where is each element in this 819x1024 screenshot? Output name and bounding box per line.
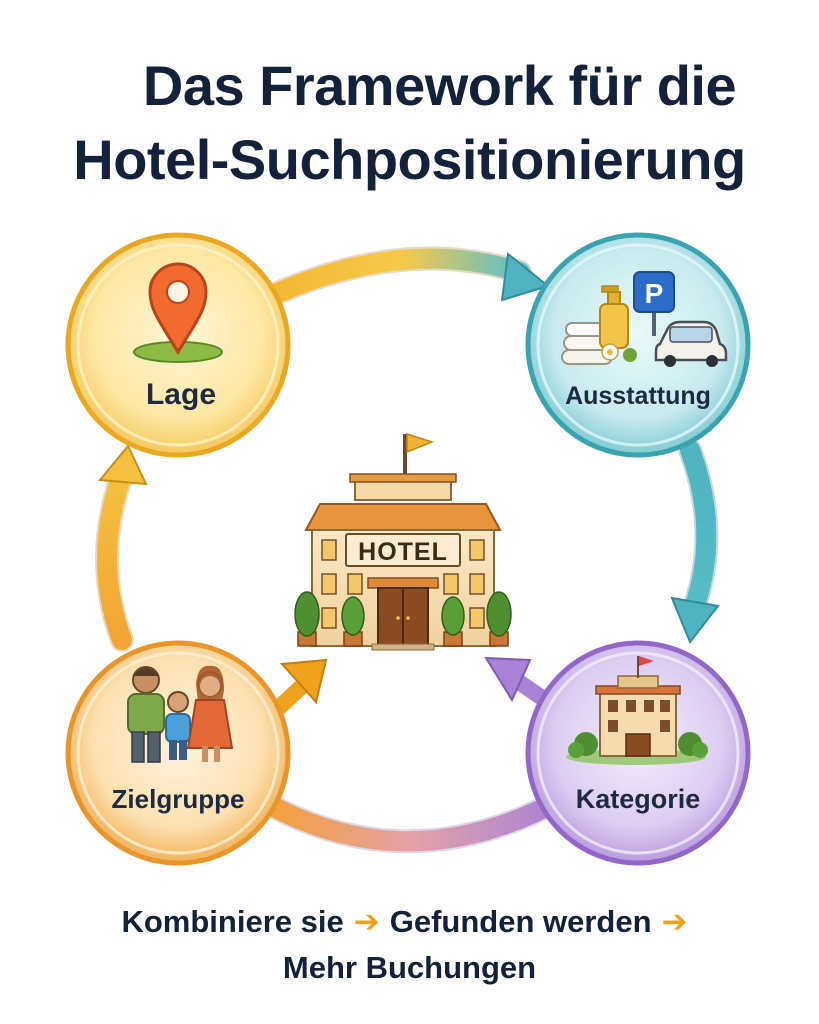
node-ausstattung: P Ausstattung: [525, 232, 751, 458]
footer-step-combine: Kombiniere sie: [121, 904, 344, 939]
footer-step-found: Gefunden werden: [389, 904, 652, 939]
amenities-parking-icon: P: [561, 271, 728, 367]
cycle-arrow-zielgruppe-to-lage: [95, 444, 148, 652]
hotel-building-icon: HOTEL: [294, 432, 512, 651]
cycle-arrow-ausstattung-to-kategorie: [670, 438, 720, 644]
node-label-lage: Lage: [146, 378, 216, 411]
family-icon: [127, 665, 234, 763]
node-lage: Lage: [65, 232, 291, 458]
arrow-right-icon: ➔: [353, 904, 380, 939]
footer-result: Mehr Buchungen: [282, 950, 537, 985]
building-category-icon: [566, 656, 708, 765]
hotel-sign-text: HOTEL: [358, 538, 448, 566]
cycle-arrow-lage-to-ausstattung: [250, 246, 551, 312]
page-title-line-1: Das Framework für die: [142, 54, 737, 117]
node-label-zielgruppe: Zielgruppe: [112, 784, 245, 814]
node-zielgruppe: Zielgruppe: [65, 640, 291, 866]
arrow-kategorie-to-hotel: [484, 656, 556, 710]
map-pin-icon: [133, 262, 223, 363]
footer-steps: Kombiniere sie ➔ Gefunden werden ➔: [0, 902, 819, 942]
node-label-ausstattung: Ausstattung: [565, 382, 711, 410]
cycle-arrow-kategorie-to-zielgruppe: [258, 788, 572, 854]
parking-sign-letter: P: [645, 278, 664, 309]
arrow-right-icon: ➔: [661, 904, 688, 939]
node-kategorie: Kategorie: [525, 640, 751, 866]
page-title-line-2: Hotel-Suchpositionierung: [73, 128, 746, 191]
node-label-kategorie: Kategorie: [576, 784, 701, 814]
plant-decoration: [294, 591, 512, 647]
